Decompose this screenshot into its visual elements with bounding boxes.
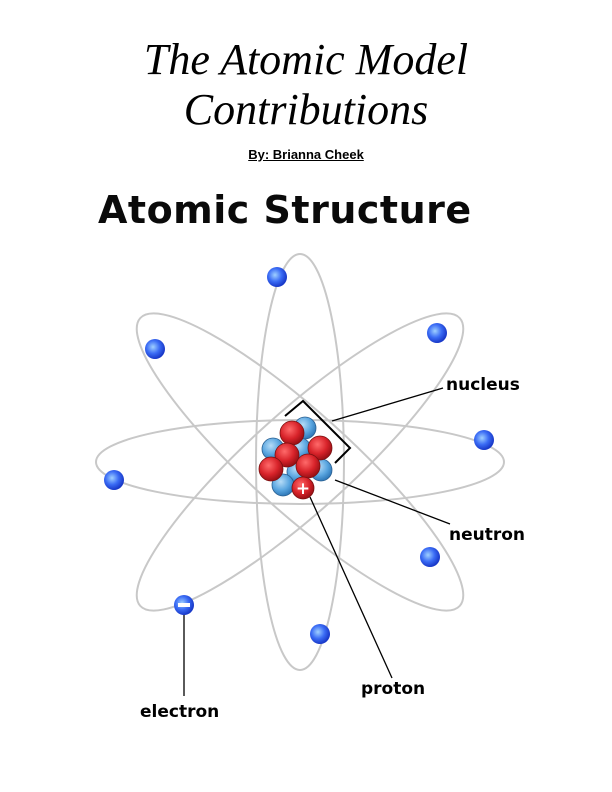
- figure-heading: Atomic Structure: [98, 188, 472, 232]
- electrons: [104, 267, 494, 644]
- label-nucleus: nucleus: [446, 375, 520, 395]
- electron-icon: [145, 339, 165, 359]
- svg-text:+: +: [296, 479, 310, 499]
- proton-icon: +: [291, 476, 315, 500]
- author-byline: By: Brianna Cheek: [248, 147, 364, 162]
- orbit-paths: [95, 253, 505, 671]
- electron-minus-icon: [174, 595, 194, 615]
- label-neutron: neutron: [449, 525, 526, 545]
- electron-icon: [474, 430, 494, 450]
- document-title-line-2: Contributions: [183, 85, 429, 134]
- label-electron: electron: [140, 702, 220, 722]
- electron-icon: [104, 470, 124, 490]
- nucleus: +: [258, 416, 333, 500]
- electron-icon: [427, 323, 447, 343]
- electron-icon: [310, 624, 330, 644]
- nucleus-bracket: [284, 399, 352, 464]
- document-title-line-1: The Atomic Model: [143, 35, 469, 84]
- leader-lines: [183, 387, 451, 696]
- label-proton: proton: [361, 679, 426, 699]
- electron-icon: [420, 547, 440, 567]
- electron-icon: [267, 267, 287, 287]
